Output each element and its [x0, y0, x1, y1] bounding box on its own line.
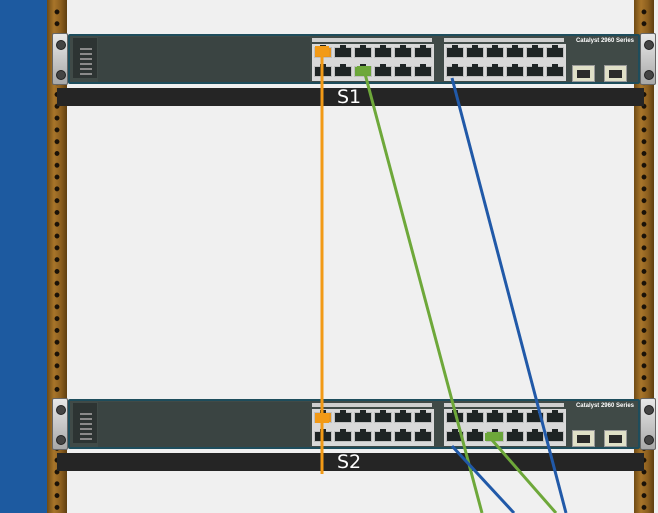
port-led-strip	[312, 38, 432, 42]
faceplate	[98, 37, 310, 82]
switch-chassis[interactable]: Catalyst 2960 Series	[68, 399, 640, 449]
model-label: Catalyst 2960 Series	[575, 403, 634, 409]
port[interactable]	[354, 45, 372, 58]
switch-s2[interactable]: Catalyst 2960 Series	[52, 398, 656, 450]
side-panel	[0, 0, 48, 513]
switch-chassis[interactable]: Catalyst 2960 Series	[68, 34, 640, 84]
mount-bracket-left	[52, 33, 68, 85]
port[interactable]	[334, 45, 352, 58]
port[interactable]	[486, 64, 504, 77]
connector-orange	[315, 413, 329, 423]
connector-orange	[315, 46, 329, 56]
connector-green	[485, 433, 499, 441]
port[interactable]	[374, 410, 392, 423]
port[interactable]	[546, 45, 564, 58]
port[interactable]	[374, 64, 392, 77]
gig-port[interactable]	[604, 65, 627, 82]
rack-shelf	[57, 453, 644, 471]
port[interactable]	[414, 410, 432, 423]
mount-bracket-right	[640, 33, 656, 85]
port[interactable]	[334, 429, 352, 442]
port[interactable]	[526, 45, 544, 58]
cable-blue-lower[interactable]	[450, 444, 516, 513]
port[interactable]	[506, 64, 524, 77]
device-label-s1[interactable]: S1	[337, 86, 362, 108]
port[interactable]	[394, 429, 412, 442]
port[interactable]	[506, 45, 524, 58]
port[interactable]	[446, 429, 464, 442]
device-label-s2[interactable]: S2	[337, 451, 362, 473]
port[interactable]	[394, 45, 412, 58]
port-led-strip	[444, 403, 564, 407]
rack-shelf	[57, 88, 644, 106]
gig-port[interactable]	[572, 65, 595, 82]
port[interactable]	[374, 45, 392, 58]
mount-bracket-left	[52, 398, 68, 450]
port[interactable]	[466, 410, 484, 423]
port[interactable]	[446, 64, 464, 77]
cable-green-lower[interactable]	[490, 439, 558, 513]
port[interactable]	[466, 429, 484, 442]
faceplate	[98, 402, 310, 447]
gig-port[interactable]	[572, 430, 595, 447]
port[interactable]	[526, 410, 544, 423]
model-label: Catalyst 2960 Series	[575, 38, 634, 44]
port[interactable]	[414, 64, 432, 77]
port[interactable]	[394, 64, 412, 77]
port[interactable]	[546, 410, 564, 423]
port[interactable]	[546, 64, 564, 77]
port[interactable]	[446, 45, 464, 58]
port[interactable]	[374, 429, 392, 442]
port[interactable]	[526, 429, 544, 442]
port[interactable]	[506, 410, 524, 423]
port[interactable]	[506, 429, 524, 442]
port-led-strip	[444, 38, 564, 42]
switch-s1[interactable]: Catalyst 2960 Series	[52, 33, 656, 85]
port[interactable]	[354, 410, 372, 423]
port[interactable]	[334, 410, 352, 423]
port-block-2	[444, 44, 566, 81]
port[interactable]	[486, 45, 504, 58]
cable-green[interactable]	[362, 69, 484, 513]
port[interactable]	[334, 64, 352, 77]
port[interactable]	[466, 64, 484, 77]
rack-rail-right	[634, 0, 654, 513]
port[interactable]	[466, 45, 484, 58]
gig-port[interactable]	[604, 430, 627, 447]
port[interactable]	[394, 410, 412, 423]
status-leds	[73, 403, 97, 443]
status-leds	[73, 38, 97, 78]
port[interactable]	[526, 64, 544, 77]
cable-blue[interactable]	[450, 77, 568, 513]
port[interactable]	[414, 45, 432, 58]
port[interactable]	[486, 410, 504, 423]
port[interactable]	[354, 429, 372, 442]
port[interactable]	[414, 429, 432, 442]
rack-rail-left	[47, 0, 67, 513]
port-led-strip	[312, 403, 432, 407]
mount-bracket-right	[640, 398, 656, 450]
connector-green	[357, 66, 371, 74]
